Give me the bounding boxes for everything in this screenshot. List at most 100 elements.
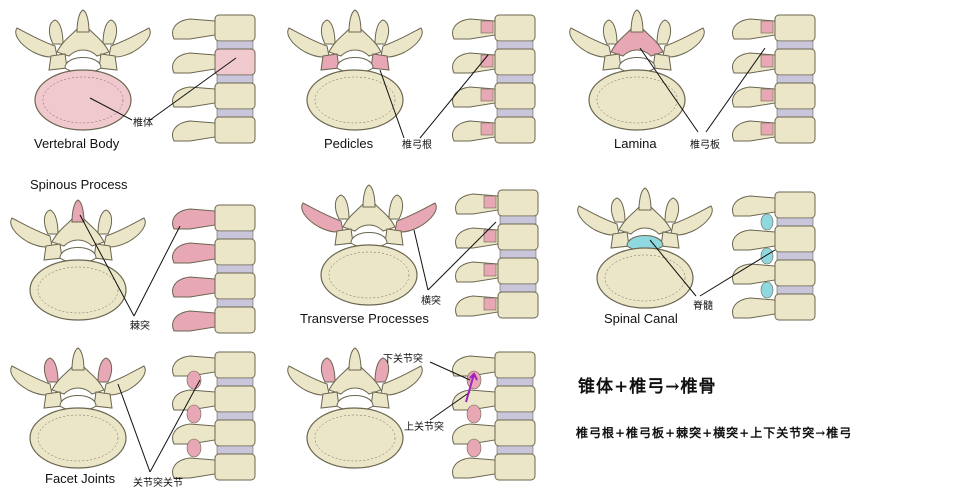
lateral-body: [214, 419, 256, 447]
axial-pedicles: [287, 9, 423, 131]
transverse-process-left: [569, 27, 612, 58]
lateral-body: [494, 453, 536, 481]
intervertebral-disc: [776, 74, 814, 84]
body-texture: [42, 76, 124, 124]
articular-process-right: [388, 194, 404, 220]
articular-process-right: [374, 357, 390, 383]
intervertebral-disc: [216, 40, 254, 50]
pedicle-left: [48, 53, 68, 71]
lateral-facet-view: [172, 351, 256, 481]
pedicle-left: [320, 391, 340, 409]
lateral-body: [214, 453, 256, 481]
lateral-facet: [186, 404, 202, 424]
leader-spinous-axial: [79, 214, 135, 317]
lateral-posterior-element: [172, 423, 216, 445]
lamina: [328, 365, 382, 395]
lateral-body: [494, 419, 536, 447]
intervertebral-disc: [776, 285, 814, 295]
pedicle-right: [660, 231, 680, 249]
pedicle-left: [610, 231, 630, 249]
title-vertebral-body: Vertebral Body: [34, 136, 120, 151]
lateral-posterior-element: [172, 86, 216, 108]
lateral-body: [214, 385, 256, 413]
lateral-posterior-element: [732, 263, 776, 285]
pedicle-right: [370, 391, 390, 409]
spinous-process: [348, 9, 362, 33]
lateral-body: [494, 116, 536, 144]
lateral-body: [214, 204, 256, 232]
lateral-posterior-element: [172, 276, 216, 298]
label-zh-superior-articular: 上关节突: [404, 422, 444, 433]
lateral-highlight: [760, 20, 774, 34]
intervertebral-disc: [216, 377, 254, 387]
leader-vertebral-body-lateral: [149, 57, 237, 121]
lateral-canal: [760, 213, 774, 231]
axial-facet: [10, 347, 146, 469]
lateral-body: [774, 48, 816, 76]
pedicle-right: [652, 53, 672, 71]
lateral-posterior-element: [172, 242, 216, 264]
title-spinous-process: Spinous Process: [30, 177, 128, 192]
vertebral-body: [306, 407, 404, 469]
body-texture: [328, 251, 410, 299]
lamina: [610, 27, 664, 57]
lateral-body: [494, 48, 536, 76]
leader-facet-axial: [117, 383, 151, 473]
articular-process-left: [334, 194, 350, 220]
articular-process-left: [320, 357, 336, 383]
lateral-spinous: [172, 204, 256, 334]
axial-spinous: [10, 199, 146, 321]
intervertebral-disc: [499, 215, 537, 225]
lateral-body: [214, 238, 256, 266]
lateral-posterior-element: [452, 457, 496, 479]
lateral-posterior-element: [172, 310, 216, 332]
lateral-body: [214, 306, 256, 334]
lateral-posterior-element: [452, 423, 496, 445]
transverse-process-right: [380, 365, 423, 396]
lateral-posterior-element: [732, 229, 776, 251]
lateral-body: [494, 351, 536, 379]
transverse-process-right: [670, 205, 713, 236]
transverse-process-left: [577, 205, 620, 236]
leader-pedicles-axial: [379, 69, 405, 139]
pedicle-right: [370, 53, 390, 71]
lateral-highlight: [483, 263, 497, 277]
intervertebral-disc: [776, 40, 814, 50]
lateral-highlight: [760, 122, 774, 136]
label-zh-inferior-articular: 下关节突: [383, 354, 423, 365]
intervertebral-disc: [776, 217, 814, 227]
spinous-process: [76, 9, 90, 33]
lamina: [328, 27, 382, 57]
intervertebral-disc: [496, 377, 534, 387]
lateral-posterior-element: [732, 297, 776, 319]
lateral-highlight: [483, 229, 497, 243]
lateral-highlight: [483, 195, 497, 209]
label-zh-pedicles: 椎弓根: [402, 140, 432, 151]
lateral-posterior-element: [452, 389, 496, 411]
articular-process-left: [320, 19, 336, 45]
leader-pedicles-lateral: [419, 54, 489, 139]
body-texture: [37, 414, 119, 462]
vertebral-body: [596, 247, 694, 309]
lamina: [56, 27, 110, 57]
pedicle-left: [320, 53, 340, 71]
transverse-process-left: [287, 27, 330, 58]
lateral-lamina: [732, 14, 816, 144]
lateral-highlight: [480, 88, 494, 102]
lateral-body: [214, 272, 256, 300]
lateral-body: [774, 191, 816, 219]
vertebral-body: [29, 259, 127, 321]
intervertebral-disc: [496, 74, 534, 84]
joint-arrow-icon: [465, 372, 478, 403]
body-texture: [37, 266, 119, 314]
axial-lamina: [569, 9, 705, 131]
leader-canal-lateral: [699, 249, 776, 297]
intervertebral-disc: [496, 445, 534, 455]
transverse-process-right: [103, 365, 146, 396]
leader-spinous-lateral: [133, 225, 181, 317]
label-zh-lamina: 椎弓板: [690, 140, 720, 151]
intervertebral-disc: [496, 40, 534, 50]
articular-process-left: [602, 19, 618, 45]
transverse-process-left: [10, 217, 53, 248]
